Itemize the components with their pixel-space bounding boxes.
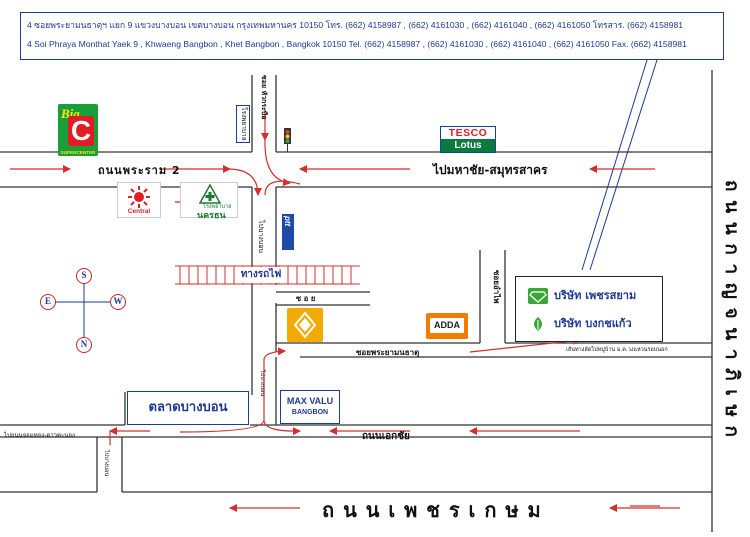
hospital-text-2: นครธน [197, 211, 226, 221]
maxvalu-box: MAX VALU BANGBON [280, 390, 340, 424]
adda-logo: ADDA [426, 313, 468, 339]
diamond-icon [528, 288, 548, 304]
road-label-kanchanapisek: ถ น น ก า ญ จ น า ภิ เ ษ ก [721, 180, 743, 439]
compass-lines [55, 283, 112, 338]
bank-logo [287, 308, 323, 342]
road-label-soi-wat: ซอย หัวกระบือ [260, 75, 268, 120]
bank-emblem-icon [293, 311, 317, 339]
compass-east: E [40, 294, 56, 310]
lotus-text: Lotus [441, 139, 495, 152]
company-row-1: บริษัท เพชรสยาม [528, 287, 658, 305]
bigc-logo: Big C SUPERCENTER [58, 104, 98, 156]
compass-west: W [110, 294, 126, 310]
maxvalu-text-2: BANGBON [291, 409, 329, 416]
company-row-2: บริษัท บงกชแก้ว [528, 315, 658, 333]
market-box: ตลาดบางบอน [127, 391, 249, 425]
road-label-shortcut: เส้นทางลัดไปหมู่บ้าน ม.ค.วงแหวนรอบนอก [566, 347, 668, 353]
road-ekkachai [0, 392, 712, 438]
tesco-lotus-logo: TESCO Lotus [440, 126, 496, 153]
hospital-logo: โรงพยาบาล นครธน [180, 182, 238, 221]
road-label-mahachai: ไปมหาชัย-สมุทรสาคร [433, 163, 548, 177]
callout-pointer [581, 59, 658, 271]
road-label-to-hospital: โรงพยาบาล [236, 105, 250, 143]
address-thai: 4 ซอยพระยามนธาตุฯ แยก 9 แขวงบางบอน เขตบา… [27, 20, 684, 30]
road-label-rama2: ถนนพระราม 2 [98, 164, 181, 177]
compass-south: S [76, 268, 92, 284]
address-box: 4 ซอยพระยามนธาตุฯ แยก 9 แขวงบางบอน เขตบา… [20, 12, 724, 60]
company-box: บริษัท เพชรสยาม บริษัท บงกชแก้ว [515, 276, 663, 342]
ptt-text: ptt [283, 216, 292, 227]
road-connectors [96, 357, 277, 492]
railway-label: ทางรถไฟ [236, 267, 286, 283]
address-english: 4 Soi Phraya Monthat Yaek 9 , Khwaeng Ba… [27, 39, 687, 49]
road-soi [276, 291, 370, 306]
central-logo: Central [117, 182, 161, 218]
central-sun-icon [128, 186, 150, 208]
road-label-soi: ซ อ ย [296, 294, 316, 303]
route-arrows [10, 110, 680, 512]
company-name-1: บริษัท เพชรสยาม [554, 289, 637, 302]
tesco-text: TESCO [448, 127, 488, 139]
leaf-icon [528, 316, 548, 332]
hospital-cross-icon [199, 184, 221, 204]
bigc-c: C [68, 116, 94, 146]
road-label-to-market: ไปบางบอน [103, 450, 109, 477]
compass-north: N [76, 337, 92, 353]
road-label-to-bangbon: ไปบางบอน [257, 220, 265, 254]
adda-text: ADDA [430, 318, 464, 333]
road-soi-phraya [276, 250, 712, 358]
central-text: Central [127, 208, 151, 215]
bigc-sub: SUPERCENTER [60, 150, 96, 155]
maxvalu-text-1: MAX VALU [286, 396, 334, 406]
road-label-soi-amphoe: ซอยอำไพ [492, 270, 501, 304]
traffic-light-icon [284, 128, 291, 152]
road-label-petchkasem: ถ น น เ พ ช ร เ ก ษ ม [322, 498, 542, 522]
road-label-to-rama: ไปถนนจอมทอง-ดาวคะนอง [4, 432, 75, 439]
hospital-text-1: โรงพยาบาล [203, 204, 232, 210]
company-name-2: บริษัท บงกชแก้ว [554, 317, 632, 330]
ptt-logo: ptt [282, 214, 294, 250]
road-label-ekkachai: ถนนเอกชัย [362, 431, 410, 442]
road-label-soi-phraya: ซอยพระยามนธาตุ [356, 348, 420, 357]
road-label-to-bangbon-2: ไปบางบอน [259, 370, 265, 397]
